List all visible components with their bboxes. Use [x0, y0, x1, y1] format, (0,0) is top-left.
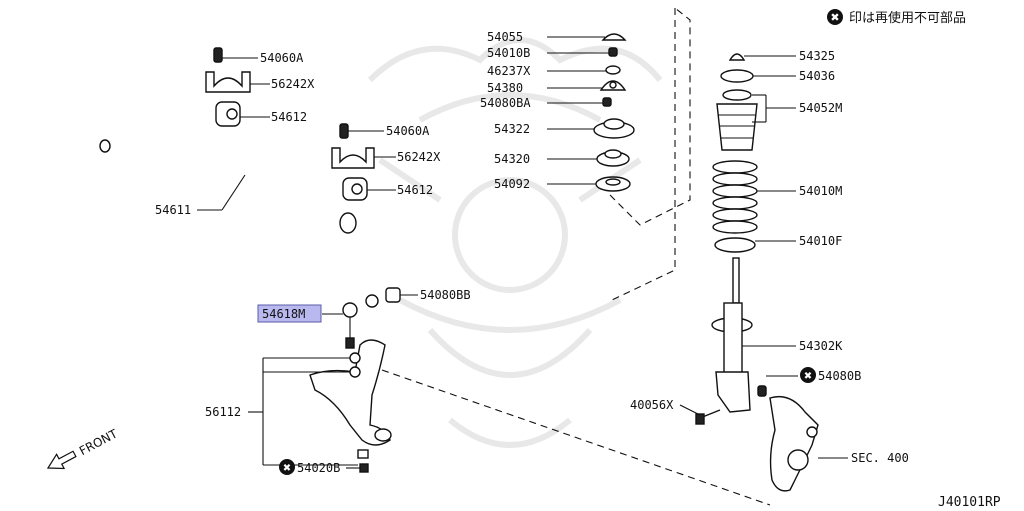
label-54325: 54325	[799, 49, 835, 63]
non-reusable-mark-icon	[827, 9, 843, 25]
lower-arm	[309, 339, 392, 473]
label-54080ba: 54080BA	[480, 96, 531, 110]
label-54618m[interactable]: 54618M	[262, 307, 305, 321]
front-arrow: FRONT	[46, 426, 120, 470]
svg-text:✖: ✖	[283, 463, 291, 474]
leader-lines	[197, 36, 848, 469]
svg-text:✖: ✖	[830, 11, 839, 24]
dashed-guides	[381, 7, 771, 506]
label-54055: 54055	[487, 30, 523, 44]
label-54612-left: 54612	[271, 110, 307, 124]
label-54052m: 54052M	[799, 101, 842, 115]
label-54611: 54611	[155, 203, 191, 217]
clamp-group-left	[205, 47, 251, 127]
label-40056x: 40056X	[630, 398, 674, 412]
reuse-note: ✖ 印は再使用不可部品	[827, 9, 966, 26]
shock-absorber	[711, 257, 753, 413]
non-reusable-mark-icon	[800, 367, 816, 383]
nut-54080bb	[385, 287, 401, 303]
label-54322: 54322	[494, 122, 530, 136]
nut-54080b	[757, 385, 767, 397]
label-56242x-left: 56242X	[271, 77, 315, 91]
note-text: 印は再使用不可部品	[849, 10, 966, 26]
label-56242x-right: 56242X	[397, 150, 441, 164]
coil-spring	[712, 160, 758, 234]
label-54060a-left: 54060A	[260, 51, 304, 65]
label-54380: 54380	[487, 81, 523, 95]
label-54612-right: 54612	[397, 183, 433, 197]
highlight-box-54618m	[257, 304, 322, 323]
label-54080bb: 54080BB	[420, 288, 471, 302]
label-54010m: 54010M	[799, 184, 842, 198]
arrow-left-icon	[46, 450, 77, 470]
part-labels: 54055 54010B 46237X 54380 54080BA 54322 …	[155, 30, 909, 475]
label-54080b: 54080B	[818, 369, 861, 383]
diagram-id: J40101RP	[938, 495, 1001, 510]
front-label: FRONT	[77, 426, 120, 458]
label-46237x: 46237X	[487, 64, 531, 78]
label-54320: 54320	[494, 152, 530, 166]
strut-mount-stack	[593, 33, 635, 192]
spring-seat	[714, 237, 756, 253]
label-54010f: 54010F	[799, 234, 842, 248]
label-54302k: 54302K	[799, 339, 843, 353]
label-54036: 54036	[799, 69, 835, 83]
label-56112: 56112	[205, 405, 241, 419]
steering-knuckle	[769, 395, 819, 492]
strut-right-stack	[716, 53, 758, 151]
label-54060a-right: 54060A	[386, 124, 430, 138]
label-54092: 54092	[494, 177, 530, 191]
stabilizer-bar	[99, 121, 379, 308]
label-54010b: 54010B	[487, 46, 530, 60]
label-54020b: 54020B	[297, 461, 340, 475]
svg-text:✖: ✖	[804, 371, 812, 382]
non-reusable-mark-icon	[279, 459, 295, 475]
stabilizer-link	[342, 302, 358, 349]
clamp-group-right	[331, 123, 375, 201]
label-sec-400: SEC. 400	[851, 451, 909, 465]
